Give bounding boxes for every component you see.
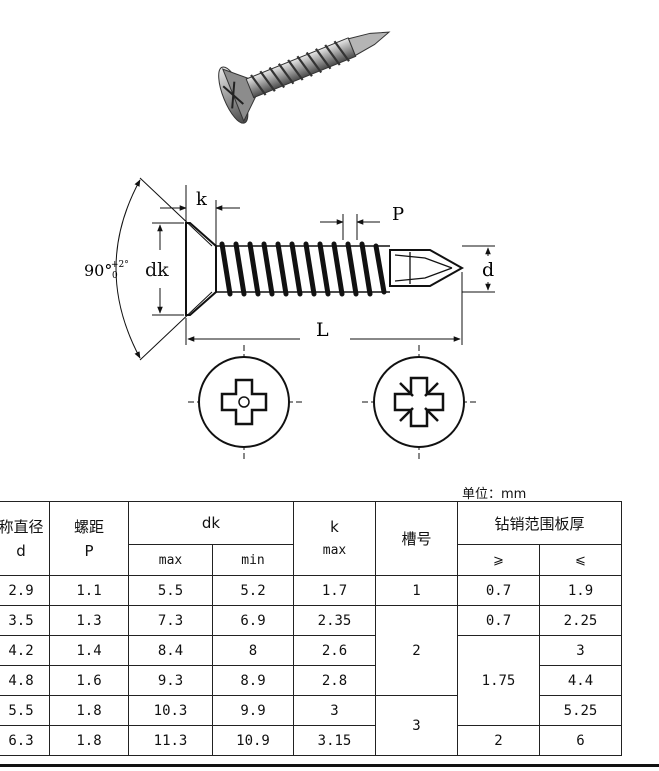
cell-d: 5.5 — [0, 695, 50, 726]
label-dk: dk — [145, 259, 169, 281]
cell-dk-max: 5.5 — [128, 575, 213, 606]
cell-d: 6.3 — [0, 725, 50, 756]
bottom-rule — [0, 764, 659, 767]
label-angle-tol-lower: 0 — [112, 271, 118, 281]
header-dk: dk — [128, 501, 294, 545]
header-ge: ⩾ — [457, 544, 540, 576]
table-row: 4.2 1.4 8.4 8 2.6 1.75 3 — [0, 635, 622, 726]
screw-side-view — [185, 222, 465, 316]
cell-le: 5.25 — [539, 695, 622, 726]
cell-dk-max: 7.3 — [128, 605, 213, 636]
cell-k: 2.35 — [293, 605, 376, 636]
label-p: P — [392, 204, 404, 225]
header-slot: 槽号 — [375, 501, 458, 576]
label-angle: 90° — [84, 261, 112, 280]
cell-dk-max: 10.3 — [128, 695, 213, 726]
screw-technical-drawing: k P dk d L 90° +2° 0 — [84, 31, 495, 460]
cell-le: 1.9 — [539, 575, 622, 606]
dimension-lines — [115, 177, 495, 361]
cell-dk-min: 9.9 — [212, 695, 294, 726]
header-le: ⩽ — [539, 544, 622, 576]
cell-k: 3.15 — [293, 725, 376, 756]
cell-p: 1.1 — [49, 575, 129, 606]
cell-slot: 2 — [375, 605, 458, 696]
cell-dk-max: 9.3 — [128, 665, 213, 696]
table-row: 4.8 1.6 9.3 8.9 2.8 4.4 — [0, 665, 622, 696]
cell-p: 1.8 — [49, 695, 129, 726]
label-k: k — [196, 189, 208, 210]
cell-d: 2.9 — [0, 575, 50, 606]
cell-le: 3 — [539, 635, 622, 666]
cell-le: 4.4 — [539, 665, 622, 696]
header-dk-min: min — [212, 544, 294, 576]
cell-ge: 2 — [457, 725, 540, 756]
cell-p: 1.3 — [49, 605, 129, 636]
cell-slot: 1 — [375, 575, 458, 606]
cell-ge: 0.7 — [457, 575, 540, 606]
table-row: 6.3 1.8 11.3 10.9 3.15 2 6 — [0, 725, 622, 756]
screw-illustration — [218, 31, 391, 124]
cell-dk-min: 10.9 — [212, 725, 294, 756]
cell-ge: 1.75 — [457, 635, 540, 726]
cell-dk-min: 8 — [212, 635, 294, 666]
cell-p: 1.8 — [49, 725, 129, 756]
cell-d: 4.2 — [0, 635, 50, 666]
cell-dk-min: 5.2 — [212, 575, 294, 606]
label-angle-tol-upper: +2° — [111, 260, 129, 270]
label-d: d — [482, 259, 494, 281]
cell-slot: 3 — [375, 695, 458, 756]
cell-d: 4.8 — [0, 665, 50, 696]
cell-k: 1.7 — [293, 575, 376, 606]
header-dk-max: max — [128, 544, 213, 576]
pozi-recess-view — [362, 345, 476, 460]
table-row: 5.5 1.8 10.3 9.9 3 3 5.25 — [0, 695, 622, 756]
phillips-recess-view — [188, 345, 302, 460]
cell-le: 6 — [539, 725, 622, 756]
cell-p: 1.4 — [49, 635, 129, 666]
unit-label: 单位：mm — [462, 487, 527, 502]
cell-dk-max: 8.4 — [128, 635, 213, 666]
cell-dk-max: 11.3 — [128, 725, 213, 756]
cell-dk-min: 8.9 — [212, 665, 294, 696]
cell-p: 1.6 — [49, 665, 129, 696]
label-l: L — [316, 319, 329, 341]
cell-d: 3.5 — [0, 605, 50, 636]
header-drill-range: 钻销范围板厚 — [457, 501, 622, 545]
cell-dk-min: 6.9 — [212, 605, 294, 636]
cell-le: 2.25 — [539, 605, 622, 636]
cell-ge: 0.7 — [457, 605, 540, 636]
cell-k: 2.8 — [293, 665, 376, 696]
table-row: 3.5 1.3 7.3 6.9 2.35 2 0.7 2.25 — [0, 605, 622, 696]
cell-k: 3 — [293, 695, 376, 726]
table-row: 2.9 1.1 5.5 5.2 1.7 1 0.7 1.9 — [0, 575, 622, 606]
cell-k: 2.6 — [293, 635, 376, 666]
